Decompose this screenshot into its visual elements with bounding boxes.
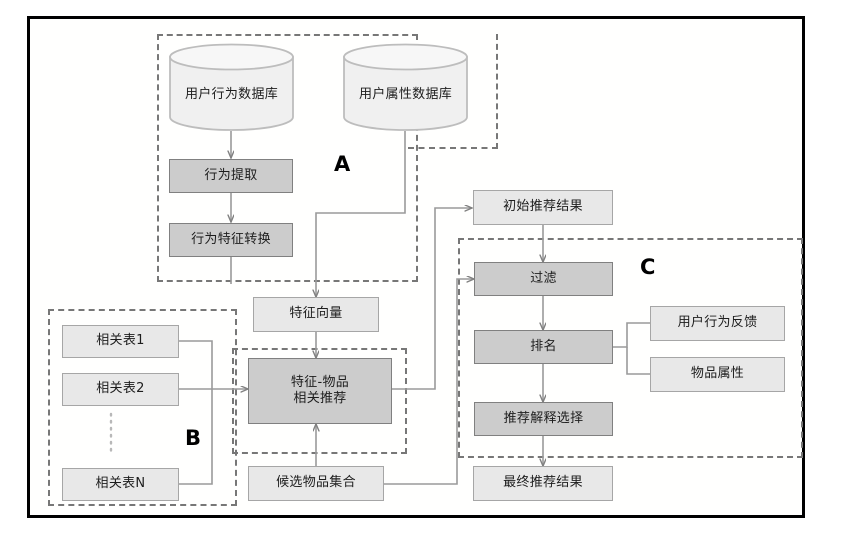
node-feature-vector[interactable]: 特征向量 [253, 297, 379, 332]
group-label-b: B [185, 426, 202, 450]
node-behavior-extraction[interactable]: 行为提取 [169, 159, 293, 193]
node-related-table-1[interactable]: 相关表1 [62, 325, 179, 358]
user-behavior-db: 用户行为数据库 [168, 43, 295, 131]
group-box-a-extension [408, 34, 498, 149]
user-attribute-db-label: 用户属性数据库 [358, 87, 453, 102]
node-final-recommend-result[interactable]: 最终推荐结果 [473, 466, 613, 501]
node-user-behavior-feedback[interactable]: 用户行为反馈 [650, 306, 785, 341]
node-candidate-item-set[interactable]: 候选物品集合 [248, 466, 384, 501]
node-feature-item-recommend[interactable]: 特征-物品 相关推荐 [248, 358, 392, 424]
user-attribute-db: 用户属性数据库 [342, 43, 469, 131]
node-related-table-n[interactable]: 相关表N [62, 468, 179, 501]
group-box-a [157, 34, 418, 282]
node-feature-item-recommend-line1: 特征-物品 [290, 374, 350, 390]
node-item-attribute[interactable]: 物品属性 [650, 357, 785, 392]
node-ranking[interactable]: 排名 [474, 330, 613, 364]
node-behavior-feature-transform[interactable]: 行为特征转换 [169, 223, 293, 257]
node-feature-item-recommend-line2: 相关推荐 [293, 391, 347, 406]
group-label-c: C [640, 255, 656, 279]
node-related-table-2[interactable]: 相关表2 [62, 373, 179, 406]
group-label-a: A [334, 152, 351, 176]
node-initial-recommend-result[interactable]: 初始推荐结果 [473, 190, 613, 225]
user-behavior-db-label: 用户行为数据库 [184, 87, 279, 102]
node-explanation-selection[interactable]: 推荐解释选择 [474, 402, 613, 436]
group-box-b [48, 309, 237, 506]
node-filter[interactable]: 过滤 [474, 262, 613, 296]
